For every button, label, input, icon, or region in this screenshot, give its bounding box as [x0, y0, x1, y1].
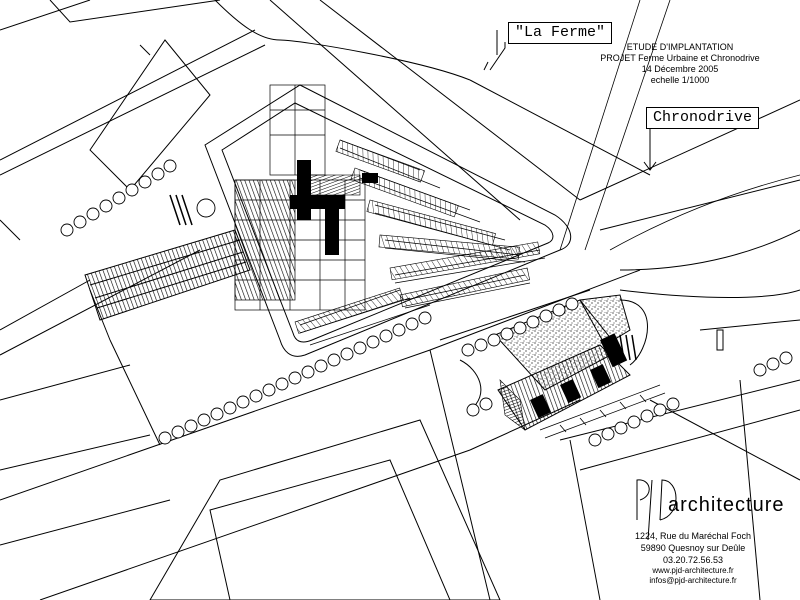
- title-block: ETUDE D'IMPLANTATION PROJET Ferme Urbain…: [600, 42, 760, 86]
- trees: [60, 159, 793, 447]
- ferme-site: [204, 84, 572, 357]
- title-line-2: PROJET Ferme Urbaine et Chronodrive: [600, 53, 760, 63]
- title-line-1: ETUDE D'IMPLANTATION: [626, 42, 734, 52]
- firm-website: www.pjd-architecture.fr: [652, 566, 734, 575]
- firm-phone: 03.20.72.56.53: [662, 555, 724, 565]
- firm-logo: architecture: [668, 494, 785, 517]
- firm-address-street: 1224, Rue du Maréchal Foch: [634, 531, 752, 541]
- chronodrive-label: Chronodrive: [646, 107, 760, 129]
- title-date: 14 Décembre 2005: [641, 64, 719, 74]
- firm-address-city: 59890 Quesnoy sur Deûle: [640, 543, 746, 553]
- firm-email: infos@pjd-architecture.fr: [649, 576, 737, 585]
- title-scale: echelle 1/1000: [650, 75, 710, 85]
- firm-logo-text: architecture: [668, 494, 785, 516]
- parking-strip-left: [84, 194, 251, 321]
- ferme-label: "La Ferme": [508, 22, 613, 44]
- firm-address: 1224, Rue du Maréchal Foch 59890 Quesnoy…: [628, 530, 758, 586]
- chronodrive-building: [439, 289, 724, 439]
